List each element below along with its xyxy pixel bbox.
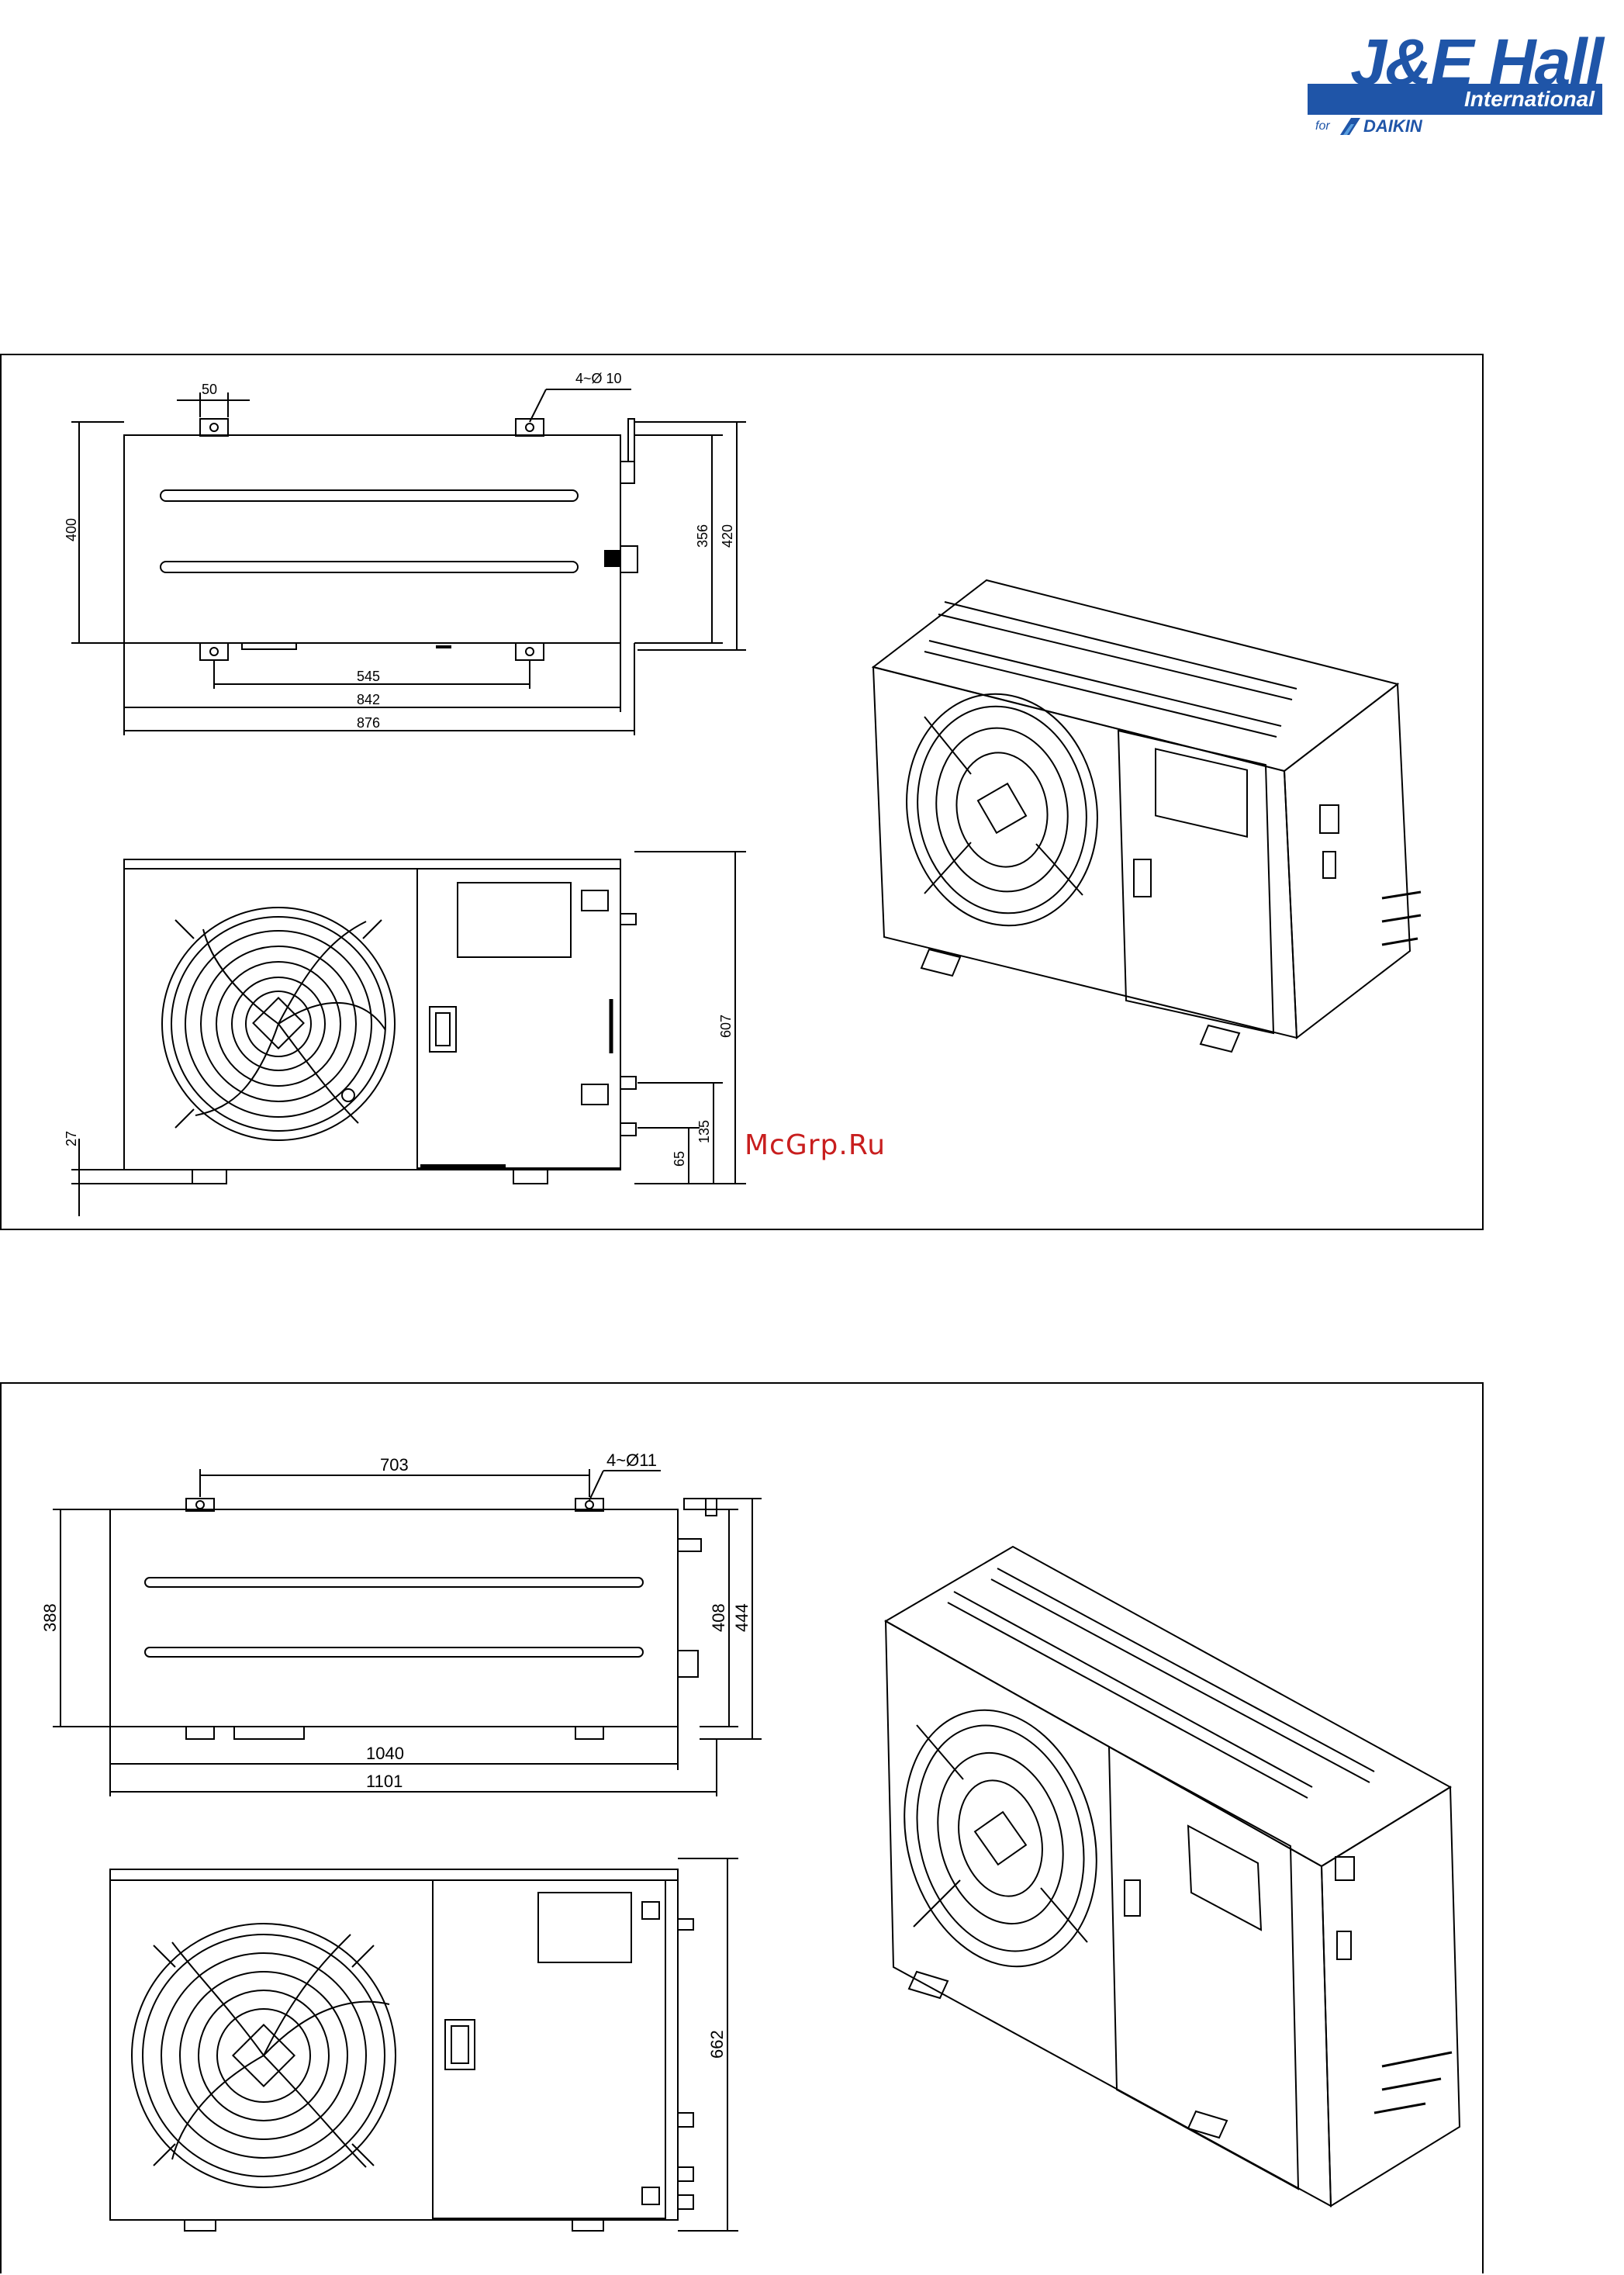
top-view-large <box>53 1469 762 1796</box>
dim-upper-valve-height: 135 <box>696 1120 712 1143</box>
logo-subtitle: International <box>1464 86 1595 112</box>
dim-overall-width: 876 <box>357 715 380 731</box>
dim-body-width: 842 <box>357 692 380 707</box>
front-view-small <box>71 852 746 1216</box>
logo-for: for <box>1315 118 1330 135</box>
dim-service-depth: 408 <box>709 1603 728 1632</box>
dim-foot-height: 27 <box>64 1131 79 1146</box>
dim-overall-depth: 420 <box>720 524 735 548</box>
dim-depth-height: 400 <box>64 518 79 541</box>
dimension-labels-large: 703 4~Ø11 388 408 444 1040 1101 662 <box>40 1450 752 2059</box>
dim-overall-depth: 444 <box>732 1603 752 1632</box>
dim-foot-spacing: 703 <box>380 1455 409 1475</box>
watermark: McGrp.Ru <box>745 1129 886 1161</box>
front-view-large <box>110 1858 738 2231</box>
drawing-panel-large-unit: 703 4~Ø11 388 408 444 1040 1101 662 <box>0 1382 1484 2273</box>
dim-overall-height: 662 <box>707 2030 727 2059</box>
small-unit-drawing: 50 4~Ø 10 400 356 420 545 842 876 607 13… <box>2 355 1485 1232</box>
dim-overall-width: 1101 <box>366 1772 403 1791</box>
dim-holes: 4~Ø11 <box>606 1450 657 1470</box>
dim-service-depth: 356 <box>695 524 710 548</box>
dim-foot-spacing: 545 <box>357 669 380 684</box>
daikin-swoosh-icon <box>1340 118 1360 135</box>
drawing-panel-small-unit: 50 4~Ø 10 400 356 420 545 842 876 607 13… <box>0 354 1484 1230</box>
dim-foot-width: 50 <box>202 382 217 397</box>
isometric-view-small <box>873 580 1421 1052</box>
company-logo: J&E Hall International for DAIKIN <box>1308 29 1602 138</box>
isometric-view-large <box>877 1547 1460 2206</box>
dim-body-width: 1040 <box>366 1744 404 1763</box>
top-view-small <box>71 389 746 735</box>
dim-lower-valve-height: 65 <box>672 1151 687 1167</box>
dim-holes: 4~Ø 10 <box>575 371 622 386</box>
large-unit-drawing: 703 4~Ø11 388 408 444 1040 1101 662 <box>2 1384 1485 2275</box>
dim-overall-height: 607 <box>718 1015 734 1038</box>
dim-depth-height: 388 <box>40 1603 60 1632</box>
logo-partner: DAIKIN <box>1363 116 1422 137</box>
